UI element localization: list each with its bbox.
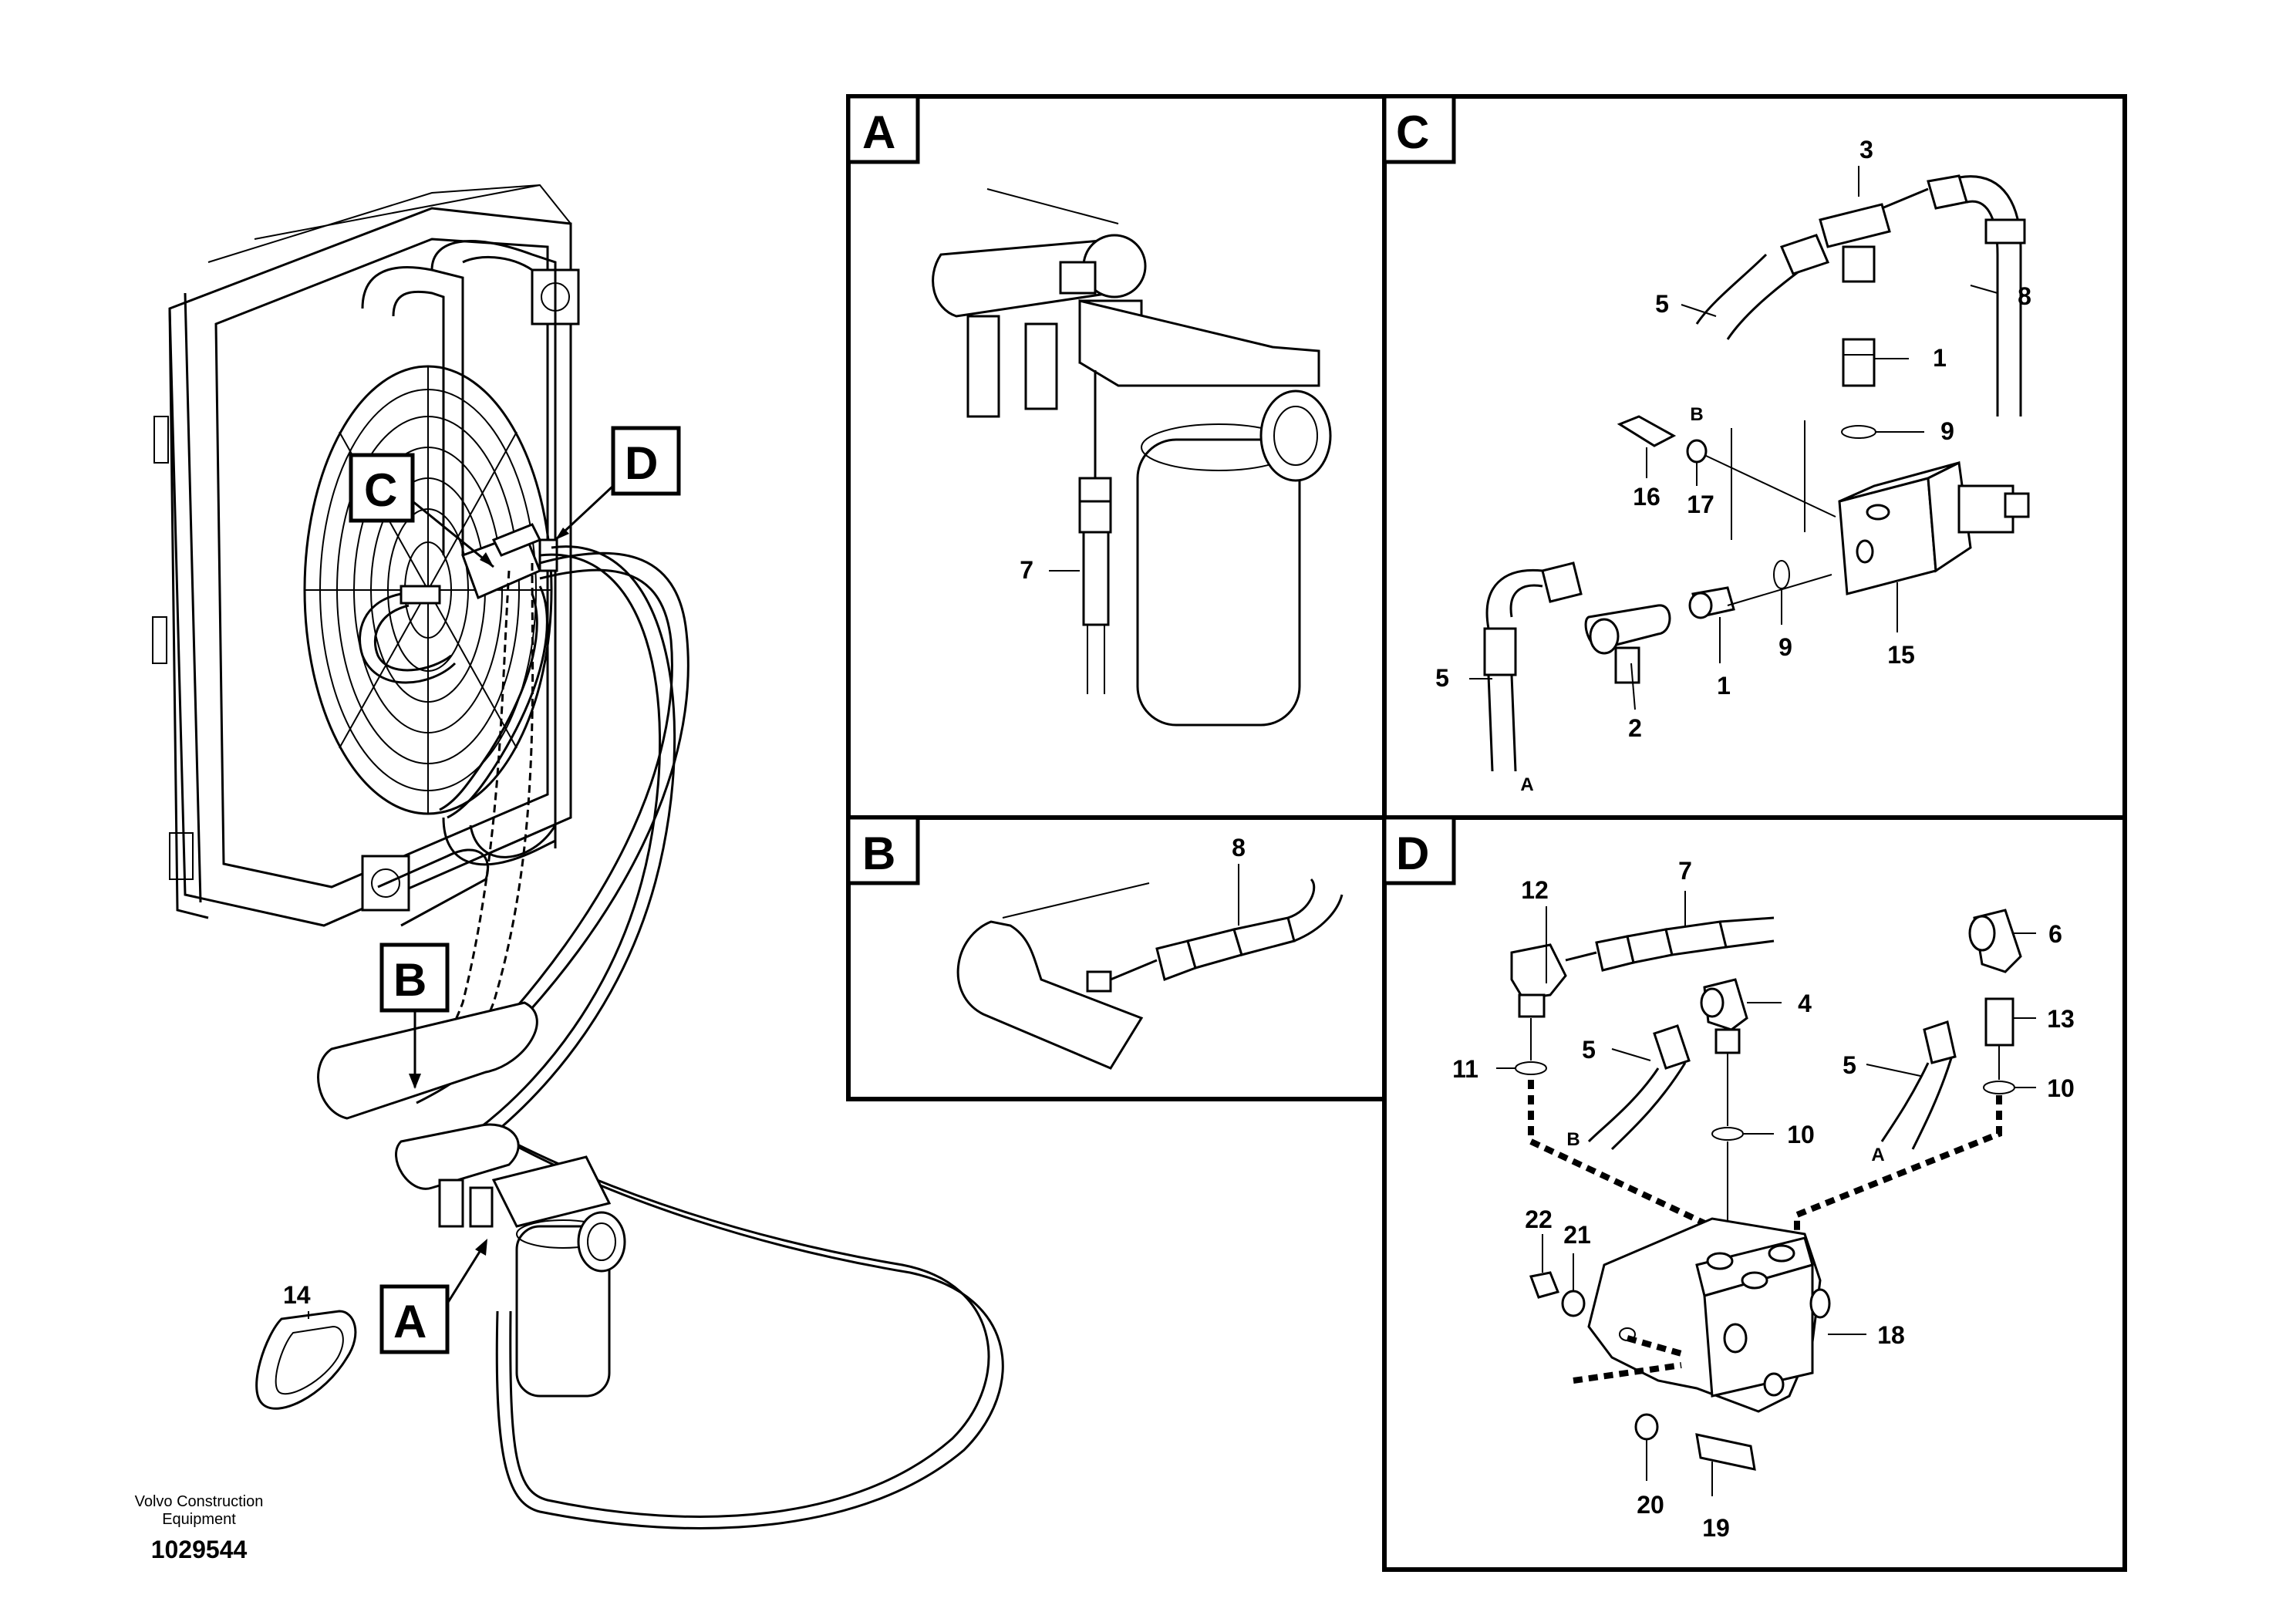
panel-d: D 12 7 6 13 10 4 5 xyxy=(1382,815,2127,1572)
panel-d-callout-22: 22 xyxy=(1525,1206,1553,1233)
svg-text:Equipment: Equipment xyxy=(162,1511,236,1528)
panel-c-callout-1-bottom: 1 xyxy=(1717,672,1731,700)
panel-c-callout-5-bottom: 5 xyxy=(1435,664,1449,692)
panel-a-callout-7: 7 xyxy=(1020,556,1033,584)
panel-d-callout-12: 12 xyxy=(1521,876,1549,904)
panel-c-callout-9-bottom: 9 xyxy=(1778,633,1792,661)
view-label-c-overview: C xyxy=(349,453,494,568)
panel-d-callout-5-right: 5 xyxy=(1843,1051,1856,1079)
panel-c-callout-3: 3 xyxy=(1859,136,1873,164)
panel-d-callout-5-left: 5 xyxy=(1582,1036,1596,1064)
panel-d-callout-6: 6 xyxy=(2048,920,2062,948)
svg-text:B: B xyxy=(393,954,426,1006)
panel-c-letter: C xyxy=(1396,106,1429,158)
svg-text:D: D xyxy=(625,437,658,489)
panel-d-callout-7: 7 xyxy=(1678,857,1692,885)
cooler-pipes xyxy=(361,240,557,927)
panel-c-hose-end-b: B xyxy=(1690,404,1703,425)
panel-c-callout-15: 15 xyxy=(1887,641,1915,669)
panel-b-callout-8: 8 xyxy=(1232,834,1246,862)
lower-pipe-and-filter xyxy=(317,1001,626,1398)
panel-c-callout-1-top: 1 xyxy=(1933,344,1947,372)
panel-a-letter: A xyxy=(862,106,895,158)
cooler-frame xyxy=(152,184,580,927)
panel-c-callout-9-top: 9 xyxy=(1940,417,1954,445)
panel-d-callout-21: 21 xyxy=(1563,1221,1591,1249)
svg-text:1029544: 1029544 xyxy=(151,1536,248,1563)
panel-d-hose-end-a: A xyxy=(1871,1145,1884,1165)
panel-b-letter: B xyxy=(862,828,895,879)
panel-d-callout-11: 11 xyxy=(1452,1055,1478,1083)
valve-block-overview xyxy=(359,523,558,684)
callout-14: 14 xyxy=(283,1281,311,1309)
panel-a: A 7 xyxy=(846,94,1387,820)
panel-b: B 8 xyxy=(846,815,1387,1101)
panel-c-callout-8: 8 xyxy=(2018,282,2031,310)
overview-illustration: 14 C D B A xyxy=(152,184,1004,1529)
svg-text:C: C xyxy=(364,464,397,516)
view-label-a-overview: A xyxy=(379,1239,487,1354)
panel-d-callout-4: 4 xyxy=(1798,990,1812,1017)
svg-text:Volvo Construction: Volvo Construction xyxy=(135,1493,264,1510)
panel-c-callout-5-top: 5 xyxy=(1655,290,1669,318)
panel-d-callout-10-right: 10 xyxy=(2047,1074,2075,1102)
panel-d-callout-19: 19 xyxy=(1702,1514,1730,1542)
grommet-part-14 xyxy=(255,1310,357,1410)
svg-text:A: A xyxy=(393,1296,426,1347)
panel-c-callout-16: 16 xyxy=(1633,483,1660,511)
view-label-d-overview: D xyxy=(554,426,681,541)
view-label-b-overview: B xyxy=(379,943,450,1089)
panel-c-callout-17: 17 xyxy=(1687,491,1714,518)
panel-d-callout-20: 20 xyxy=(1637,1491,1664,1519)
panel-d-callout-10-center: 10 xyxy=(1787,1121,1815,1148)
figure-caption: Volvo Construction Equipment 1029544 xyxy=(135,1493,264,1563)
panel-d-callout-18: 18 xyxy=(1877,1321,1905,1349)
panel-d-hose-end-b: B xyxy=(1566,1129,1580,1150)
panel-c-callout-2: 2 xyxy=(1628,714,1642,742)
panel-d-callout-13: 13 xyxy=(2047,1005,2075,1033)
panel-c-hose-end-a: A xyxy=(1520,774,1533,795)
panel-d-letter: D xyxy=(1396,828,1429,879)
panel-c: C 3 5 8 B 1 9 16 17 xyxy=(1382,94,2127,820)
